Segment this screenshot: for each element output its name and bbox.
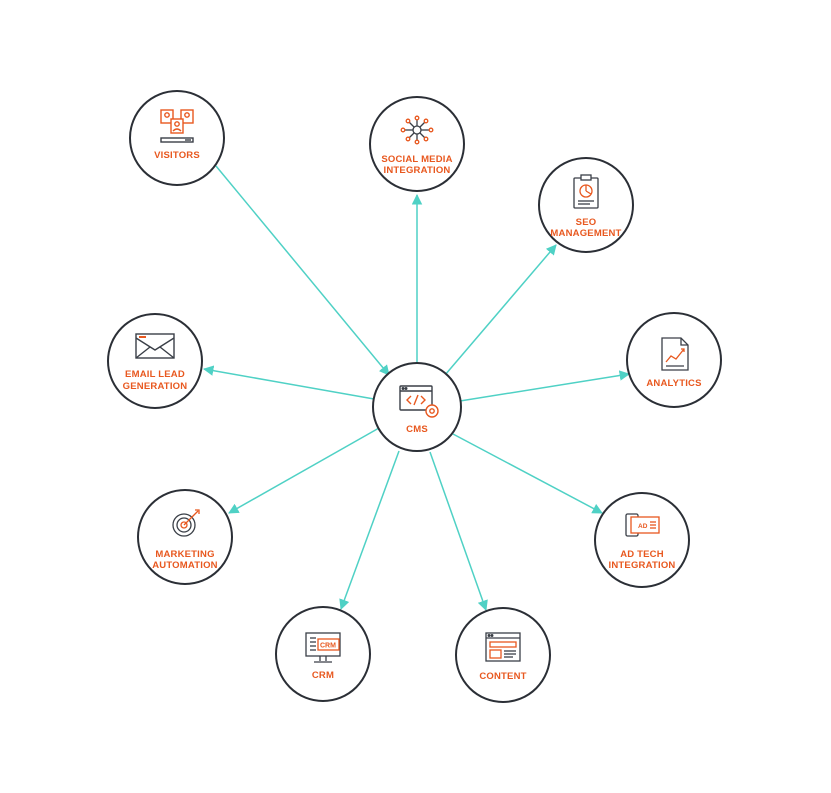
node-seo: SEO MANAGEMENT bbox=[538, 157, 634, 253]
node-circle-seo bbox=[538, 157, 634, 253]
target-arrow-icon bbox=[172, 509, 200, 537]
node-label-crm: CRM bbox=[312, 670, 334, 681]
connector-email bbox=[202, 365, 375, 400]
browser-layout-icon bbox=[485, 632, 521, 662]
node-circle-crm bbox=[275, 606, 371, 702]
node-label-content: CONTENT bbox=[479, 671, 526, 682]
node-label-social-line1: SOCIAL MEDIA bbox=[381, 154, 452, 165]
node-label-email-line1: EMAIL LEAD bbox=[125, 369, 185, 380]
node-label-marketing-line2: AUTOMATION bbox=[152, 560, 218, 571]
node-circle-marketing bbox=[137, 489, 233, 585]
node-label-email-line2: GENERATION bbox=[123, 381, 188, 392]
node-crm: CRM CRM bbox=[275, 606, 371, 702]
node-label-adtech-line1: AD TECH bbox=[620, 549, 664, 560]
node-circle-content bbox=[455, 607, 551, 703]
node-label-seo-line2: MANAGEMENT bbox=[550, 228, 621, 239]
ad-monitor-icon: AD bbox=[625, 513, 660, 537]
node-analytics: ANALYTICS bbox=[626, 312, 722, 408]
visitors-icon bbox=[160, 109, 194, 143]
line-chart-document-icon bbox=[661, 337, 689, 371]
node-label-social-line2: INTEGRATION bbox=[384, 165, 451, 176]
node-circle-adtech bbox=[594, 492, 690, 588]
connectors bbox=[202, 165, 631, 611]
ad-icon-text: AD bbox=[638, 523, 648, 530]
node-email: EMAIL LEAD GENERATION bbox=[107, 313, 203, 409]
connector-marketing bbox=[228, 427, 380, 514]
connector-adtech bbox=[452, 433, 603, 514]
crm-icon-text: CRM bbox=[320, 643, 336, 650]
code-window-gear-icon bbox=[399, 385, 439, 418]
node-adtech: AD AD TECH INTEGRATION bbox=[594, 492, 690, 588]
node-label-visitors: VISITORS bbox=[154, 150, 200, 161]
node-marketing: MARKETING AUTOMATION bbox=[137, 489, 233, 585]
connector-content bbox=[429, 451, 488, 611]
connector-analytics bbox=[459, 370, 631, 402]
node-circle-email bbox=[107, 313, 203, 409]
node-label-seo-line1: SEO bbox=[576, 217, 597, 228]
node-visitors: VISITORS bbox=[129, 90, 225, 186]
network-hub-icon bbox=[400, 115, 434, 145]
node-social: SOCIAL MEDIA INTEGRATION bbox=[369, 96, 465, 192]
envelope-icon bbox=[135, 333, 175, 359]
node-cms: CMS bbox=[372, 362, 462, 452]
node-label-analytics: ANALYTICS bbox=[646, 378, 701, 389]
connector-crm bbox=[339, 450, 400, 610]
node-label-cms: CMS bbox=[406, 424, 428, 435]
connector-visitors bbox=[215, 165, 390, 376]
node-circle-analytics bbox=[626, 312, 722, 408]
clipboard-pie-chart-icon bbox=[573, 174, 599, 209]
crm-monitor-icon: CRM bbox=[305, 632, 341, 663]
node-label-marketing-line1: MARKETING bbox=[155, 549, 214, 560]
node-circle-cms bbox=[372, 362, 462, 452]
connector-seo bbox=[444, 244, 557, 376]
node-label-adtech-line2: INTEGRATION bbox=[609, 560, 676, 571]
node-content: CONTENT bbox=[455, 607, 551, 703]
